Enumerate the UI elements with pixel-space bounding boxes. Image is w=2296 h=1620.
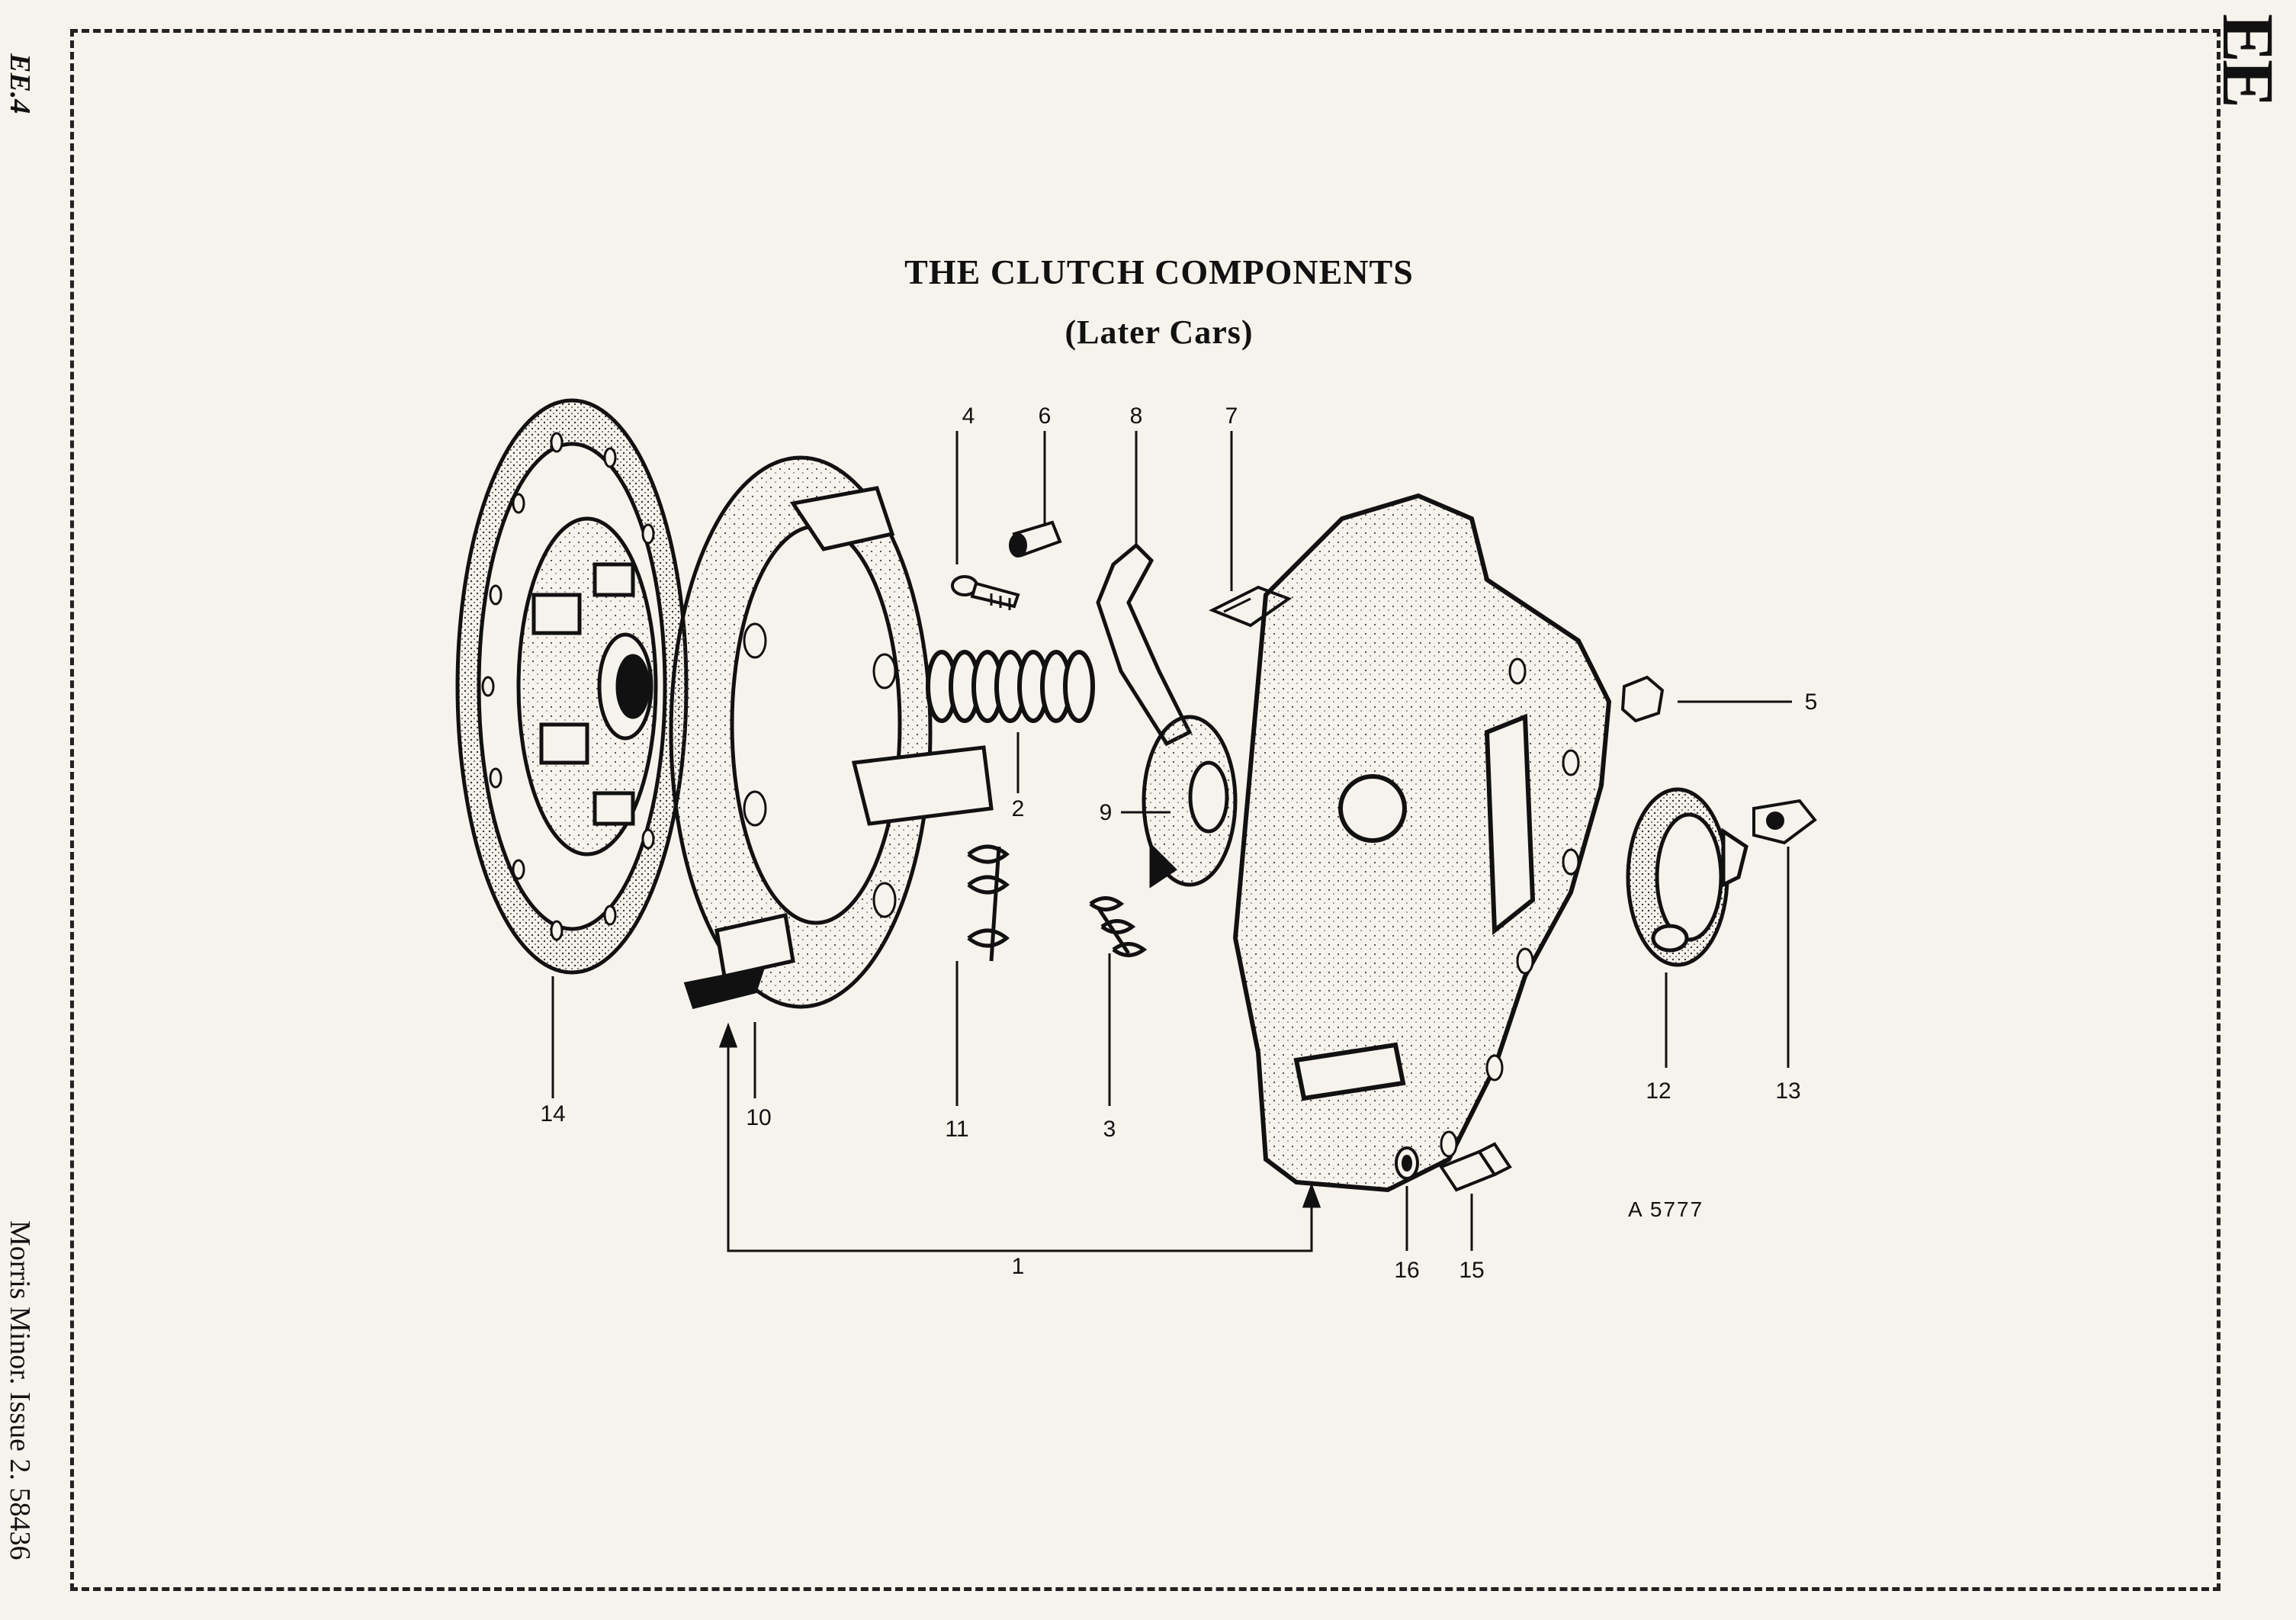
eye-bolt-pin [1009, 520, 1062, 558]
diagram-title: THE CLUTCH COMPONENTS [904, 252, 1414, 291]
callout-9: 9 [1100, 800, 1113, 825]
pressure-plate-bosses [743, 622, 897, 918]
callout-8: 8 [1130, 403, 1143, 429]
callout-10: 10 [746, 1105, 771, 1130]
anti-rattle-spring [1089, 896, 1148, 957]
release-bearing-cup [1626, 787, 1748, 967]
callout-3: 3 [1103, 1117, 1116, 1142]
callout-1: 1 [1012, 1254, 1025, 1279]
leader-lines [551, 431, 1792, 1251]
callout-2: 2 [1012, 796, 1025, 821]
clutch-cover [1232, 493, 1612, 1193]
thrust-spring [926, 650, 1095, 723]
release-lever [1096, 542, 1193, 747]
clutch-cover-bolt-holes [1440, 657, 1580, 1158]
pressure-plate [669, 455, 994, 1009]
release-bearing [1142, 715, 1238, 889]
callout-16: 16 [1394, 1258, 1419, 1283]
callout-14: 14 [540, 1101, 565, 1127]
callout-7: 7 [1225, 403, 1238, 429]
bearing-retainer [1752, 799, 1817, 845]
diagram-subtitle: (Later Cars) [1065, 313, 1254, 351]
callout-4: 4 [962, 403, 975, 429]
retaining-spring [967, 844, 1010, 962]
figure-reference: A 5777 [1628, 1197, 1704, 1221]
callout-13: 13 [1775, 1078, 1800, 1104]
cover-bolt [1438, 1142, 1512, 1192]
callout-5: 5 [1805, 689, 1818, 715]
callout-11: 11 [945, 1117, 968, 1142]
plug [1620, 675, 1665, 723]
page-border [70, 29, 2221, 1591]
callout-1-bracket [718, 1022, 1321, 1252]
eye-bolt [951, 575, 1020, 610]
callout-labels: 1 2 3 4 5 6 7 8 9 10 11 12 13 14 15 16 A… [540, 403, 1817, 1283]
callout-15: 15 [1459, 1258, 1484, 1283]
driven-plate-rivets [481, 432, 655, 941]
callout-12: 12 [1646, 1078, 1671, 1104]
callout-6: 6 [1039, 403, 1052, 429]
driven-plate [455, 398, 689, 975]
spring-washer [1395, 1146, 1419, 1180]
